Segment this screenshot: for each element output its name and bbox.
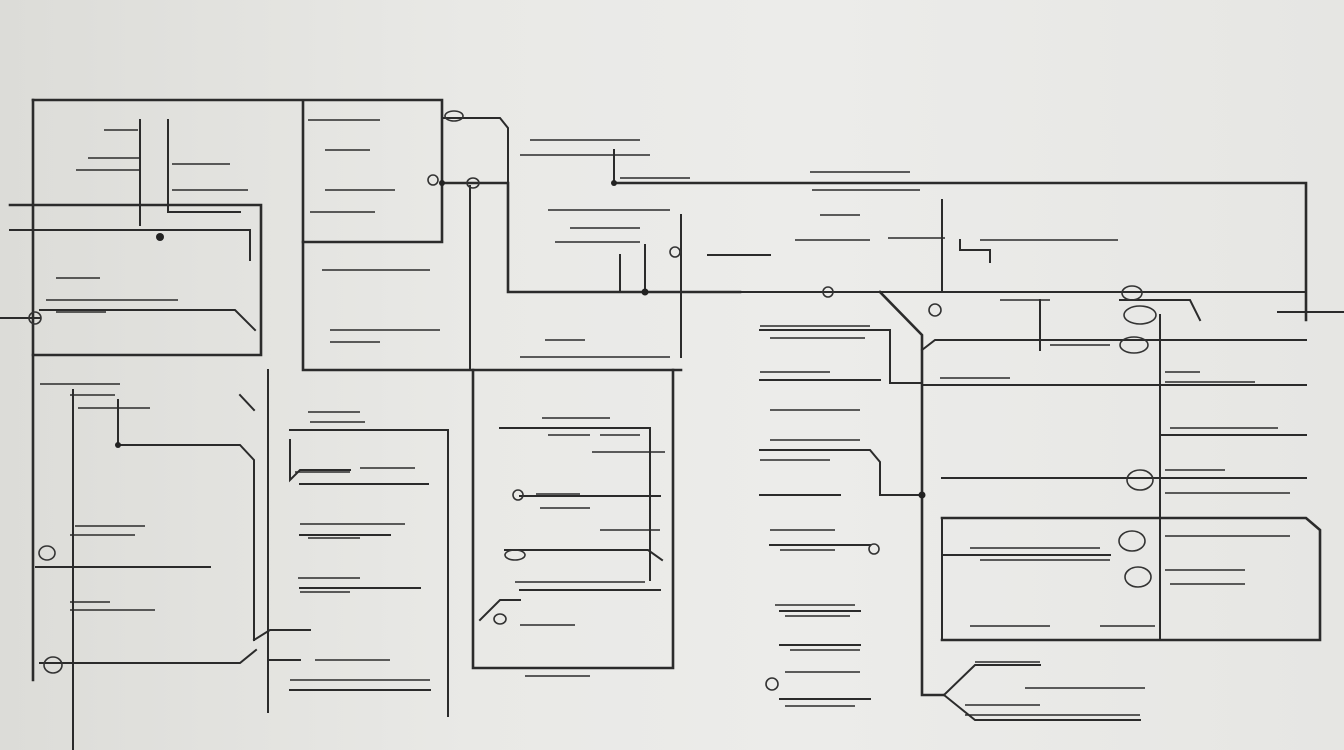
terminal-ring [1126,469,1154,491]
wire [8,98,263,357]
junction-dot [918,491,926,499]
wire [759,449,923,496]
terminal-ring [427,174,439,186]
wire [31,98,444,244]
terminal-ring [765,677,779,691]
wire [504,549,664,562]
terminal-ring [669,246,681,258]
wire [289,439,351,483]
wire [39,309,257,332]
wire [759,329,923,384]
wire [478,599,521,622]
terminal-ring [466,177,480,189]
terminal-ring [1118,530,1146,552]
terminal-ring [1123,305,1157,325]
terminal-ring [38,545,56,561]
wire [167,119,241,213]
wire [940,516,1322,642]
junction-dot [611,180,617,186]
wire [878,290,946,697]
label-strokes [40,119,1290,716]
terminal-ring [1124,566,1152,588]
terminal-ring [928,303,942,317]
terminal-ring [512,489,524,501]
wire [440,181,742,294]
wire [301,240,683,372]
wire [117,399,255,641]
terminal-ring [504,549,526,561]
wire [1119,299,1202,322]
wire [39,648,258,664]
terminal-ring [444,110,464,122]
wire [942,664,1041,697]
wire [942,693,1141,721]
terminal-ring [1121,285,1143,301]
terminal-ring [868,543,880,555]
wire [920,339,1307,352]
terminal-ring [43,656,63,674]
junction-dot [115,442,121,448]
wire [612,181,1308,322]
terminal-ring [493,613,507,625]
junction-dot [641,288,649,296]
junction-dot [156,233,164,241]
wire [471,368,675,670]
wire [959,239,991,263]
wire [499,427,651,581]
wire [289,429,449,717]
terminal-ring [28,311,42,325]
wire [9,229,251,261]
wire [441,117,509,184]
junction-dot [439,180,445,186]
wire [252,629,311,642]
terminal-ring [822,286,834,298]
wire [238,393,256,412]
terminal-ring [1119,336,1149,354]
